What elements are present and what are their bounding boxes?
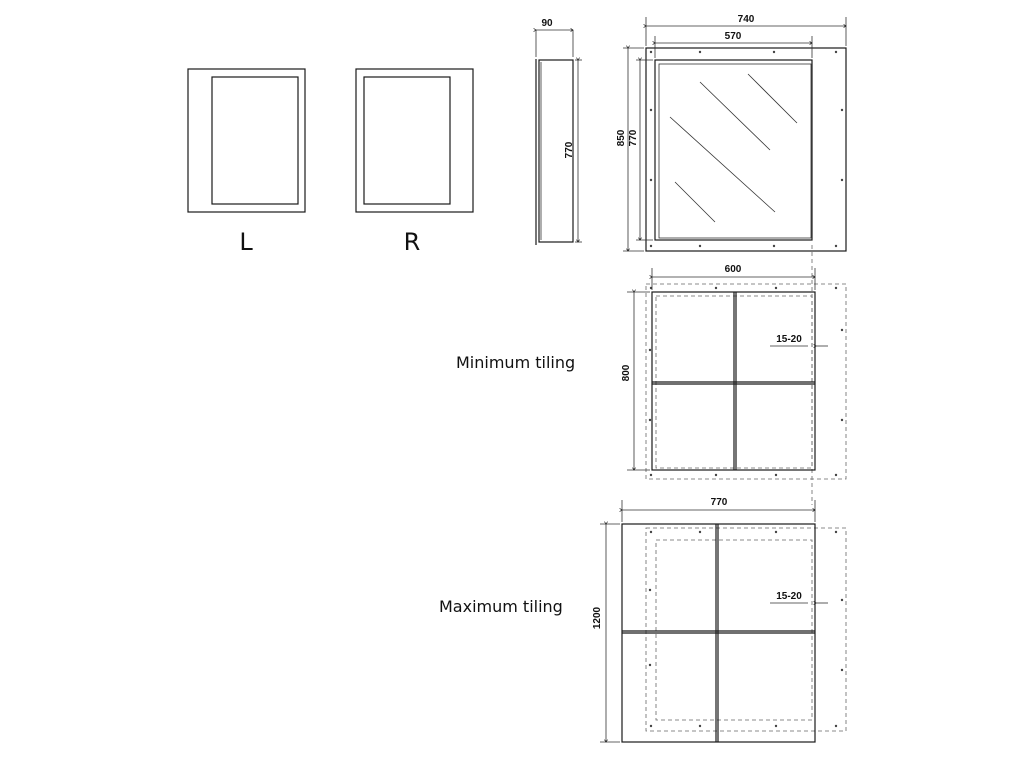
max-gap-dimension: 15-20 <box>776 591 802 602</box>
min-gap-dimension: 15-20 <box>776 334 802 345</box>
left-variant-view <box>187 68 306 213</box>
min-width-dimension: 600 <box>725 264 742 275</box>
outer-height-dimension: 850 <box>616 129 627 146</box>
right-variant-label: R <box>404 228 421 256</box>
minimum-tiling-label: Minimum tiling <box>456 353 575 372</box>
outer-width-dimension: 740 <box>738 14 755 25</box>
inner-width-dimension: 570 <box>725 31 742 42</box>
max-height-dimension: 1200 <box>592 606 603 629</box>
inner-height-dimension: 770 <box>628 129 639 146</box>
minimum-tiling-view <box>627 268 847 480</box>
side-view <box>536 30 582 245</box>
front-view <box>623 17 847 252</box>
left-variant-label: L <box>239 228 253 256</box>
side-height-dimension: 770 <box>564 141 575 158</box>
maximum-tiling-label: Maximum tiling <box>439 597 563 616</box>
maximum-tiling-view <box>600 500 847 743</box>
depth-dimension: 90 <box>541 18 553 29</box>
max-width-dimension: 770 <box>711 497 728 508</box>
right-variant-view <box>355 68 474 213</box>
min-height-dimension: 800 <box>621 364 632 381</box>
